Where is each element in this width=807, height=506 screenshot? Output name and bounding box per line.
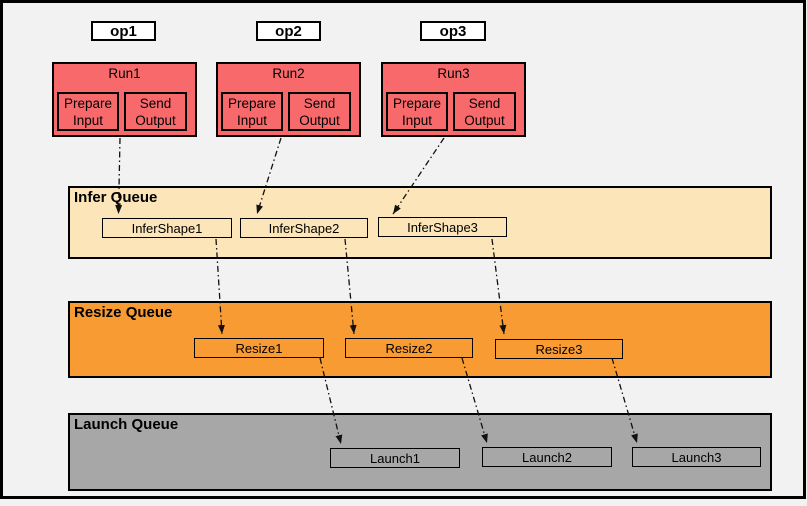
queue-title: Launch Queue — [74, 416, 179, 433]
queue-item-infershape2: InferShape2 — [240, 218, 368, 238]
queue-item-launch2: Launch2 — [482, 447, 612, 467]
queue-item-infershape1: InferShape1 — [102, 218, 232, 238]
run-title: Run3 — [437, 66, 470, 81]
run-step-send-output: Send Output — [288, 92, 351, 131]
resize-queue: Resize Queue Resize1 Resize2 Resize3 — [68, 301, 772, 378]
queue-item-resize3: Resize3 — [495, 339, 623, 359]
run-step-send-output: Send Output — [124, 92, 187, 131]
op-label-op3: op3 — [420, 21, 486, 41]
run-title: Run2 — [272, 66, 305, 81]
queue-title: Infer Queue — [74, 189, 158, 206]
queue-title: Resize Queue — [74, 304, 173, 321]
run-step-prepare-input: Prepare Input — [386, 92, 448, 131]
op-label-op1: op1 — [91, 21, 156, 41]
queue-item-launch3: Launch3 — [632, 447, 761, 467]
run-step-send-output: Send Output — [453, 92, 516, 131]
infer-queue: Infer Queue InferShape1 InferShape2 Infe… — [68, 186, 772, 259]
queue-item-infershape3: InferShape3 — [378, 217, 507, 237]
queue-item-launch1: Launch1 — [330, 448, 460, 468]
run-group-run1: Run1 Prepare Input Send Output — [52, 62, 197, 137]
run-step-prepare-input: Prepare Input — [221, 92, 283, 131]
launch-queue: Launch Queue Launch1 Launch2 Launch3 — [68, 413, 772, 491]
queue-item-resize2: Resize2 — [345, 338, 473, 358]
run-group-run2: Run2 Prepare Input Send Output — [216, 62, 361, 137]
run-group-run3: Run3 Prepare Input Send Output — [381, 62, 526, 137]
run-title: Run1 — [108, 66, 141, 81]
run-step-prepare-input: Prepare Input — [57, 92, 119, 131]
op-label-op2: op2 — [256, 21, 321, 41]
queue-item-resize1: Resize1 — [194, 338, 324, 358]
